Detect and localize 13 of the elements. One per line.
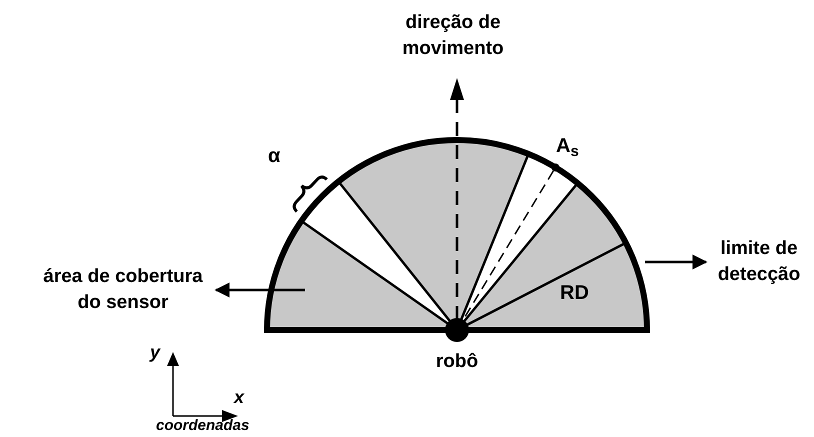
point-label: A$_{s}$ bbox=[556, 136, 579, 156]
axis-label: x bbox=[234, 388, 244, 406]
text-label: limite de detecção bbox=[706, 234, 812, 290]
arrow bbox=[645, 254, 708, 270]
direction-label: direção de movimento bbox=[401, 11, 505, 61]
robot-label: robô bbox=[434, 352, 480, 371]
arrow bbox=[214, 282, 305, 298]
text-label: área de cobertura do sensor bbox=[30, 262, 216, 318]
region-label: RD bbox=[560, 283, 589, 303]
axis-caption: coordenadas bbox=[156, 418, 250, 433]
axis-label: y bbox=[150, 343, 160, 361]
sensor-coverage-semicircle bbox=[262, 135, 652, 333]
angle-label: α bbox=[268, 146, 280, 166]
